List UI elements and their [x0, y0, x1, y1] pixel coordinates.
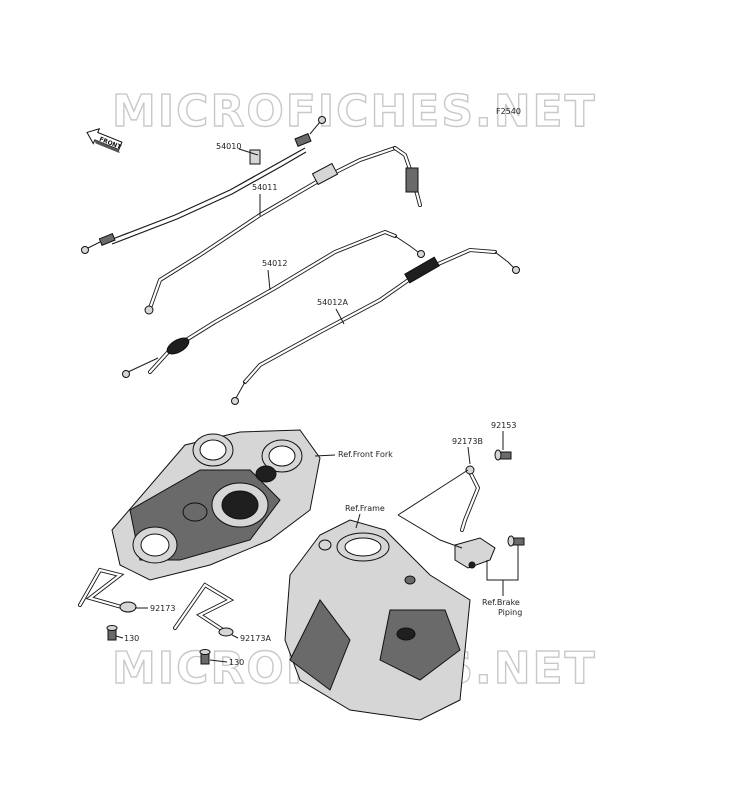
bolt-130-right [199, 649, 211, 665]
ref-front-fork: Ref.Front Fork [338, 450, 393, 459]
cable-54011 [144, 146, 422, 315]
frame-head-assembly [284, 519, 471, 721]
cable-54012a [231, 247, 520, 405]
brake-piping-clamp-group [454, 449, 525, 569]
handlebar-bracket-assembly [111, 429, 321, 581]
callout-54011: 54011 [252, 183, 277, 192]
callout-54010: 54010 [216, 142, 241, 151]
ref-frame: Ref.Frame [345, 504, 385, 513]
callout-54012: 54012 [262, 259, 287, 268]
callout-130-right: 130 [229, 658, 244, 667]
clamp-92173a [173, 582, 235, 637]
callout-92173: 92173 [150, 604, 175, 613]
callout-54012a: 54012A [317, 298, 348, 307]
callout-92173a: 92173A [240, 634, 271, 643]
figure-code: F2540 [496, 107, 521, 116]
bolt-130-left [106, 625, 118, 641]
cable-54012 [122, 229, 425, 378]
callout-92173b: 92173B [452, 437, 483, 446]
ref-brake-piping-line2: Piping [498, 608, 522, 617]
cable-54010 [81, 116, 326, 254]
callout-92153: 92153 [491, 421, 516, 430]
clamp-92173 [78, 567, 137, 613]
ref-brake-piping-line1: Ref.Brake [482, 598, 520, 607]
watermark-top: MICROFICHES.NET [112, 86, 597, 137]
callout-130-left: 130 [124, 634, 139, 643]
